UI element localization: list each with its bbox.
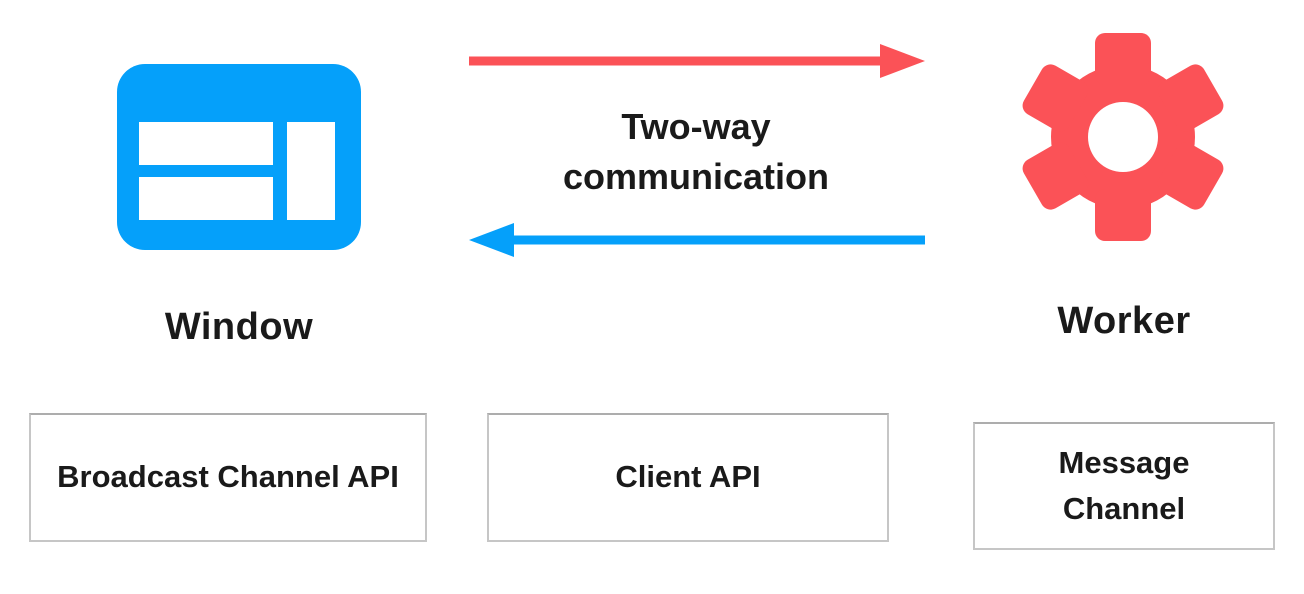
window-pane-sidebar	[287, 122, 335, 220]
arrow-left-icon	[469, 223, 925, 257]
client-api-box: Client API	[487, 413, 889, 542]
worker-node-label: Worker	[1057, 300, 1191, 342]
message-channel-box: Message Channel	[973, 422, 1275, 550]
window-pane-bottom	[139, 177, 273, 220]
gear-icon	[1022, 33, 1224, 241]
arrow-right-icon	[469, 44, 925, 78]
browser-window-icon	[117, 64, 361, 250]
window-pane-top	[139, 122, 273, 165]
two-way-communication-label: Two-way communication	[562, 106, 830, 197]
broadcast-channel-api-box: Broadcast Channel API	[29, 413, 427, 542]
window-node-label: Window	[164, 306, 314, 348]
